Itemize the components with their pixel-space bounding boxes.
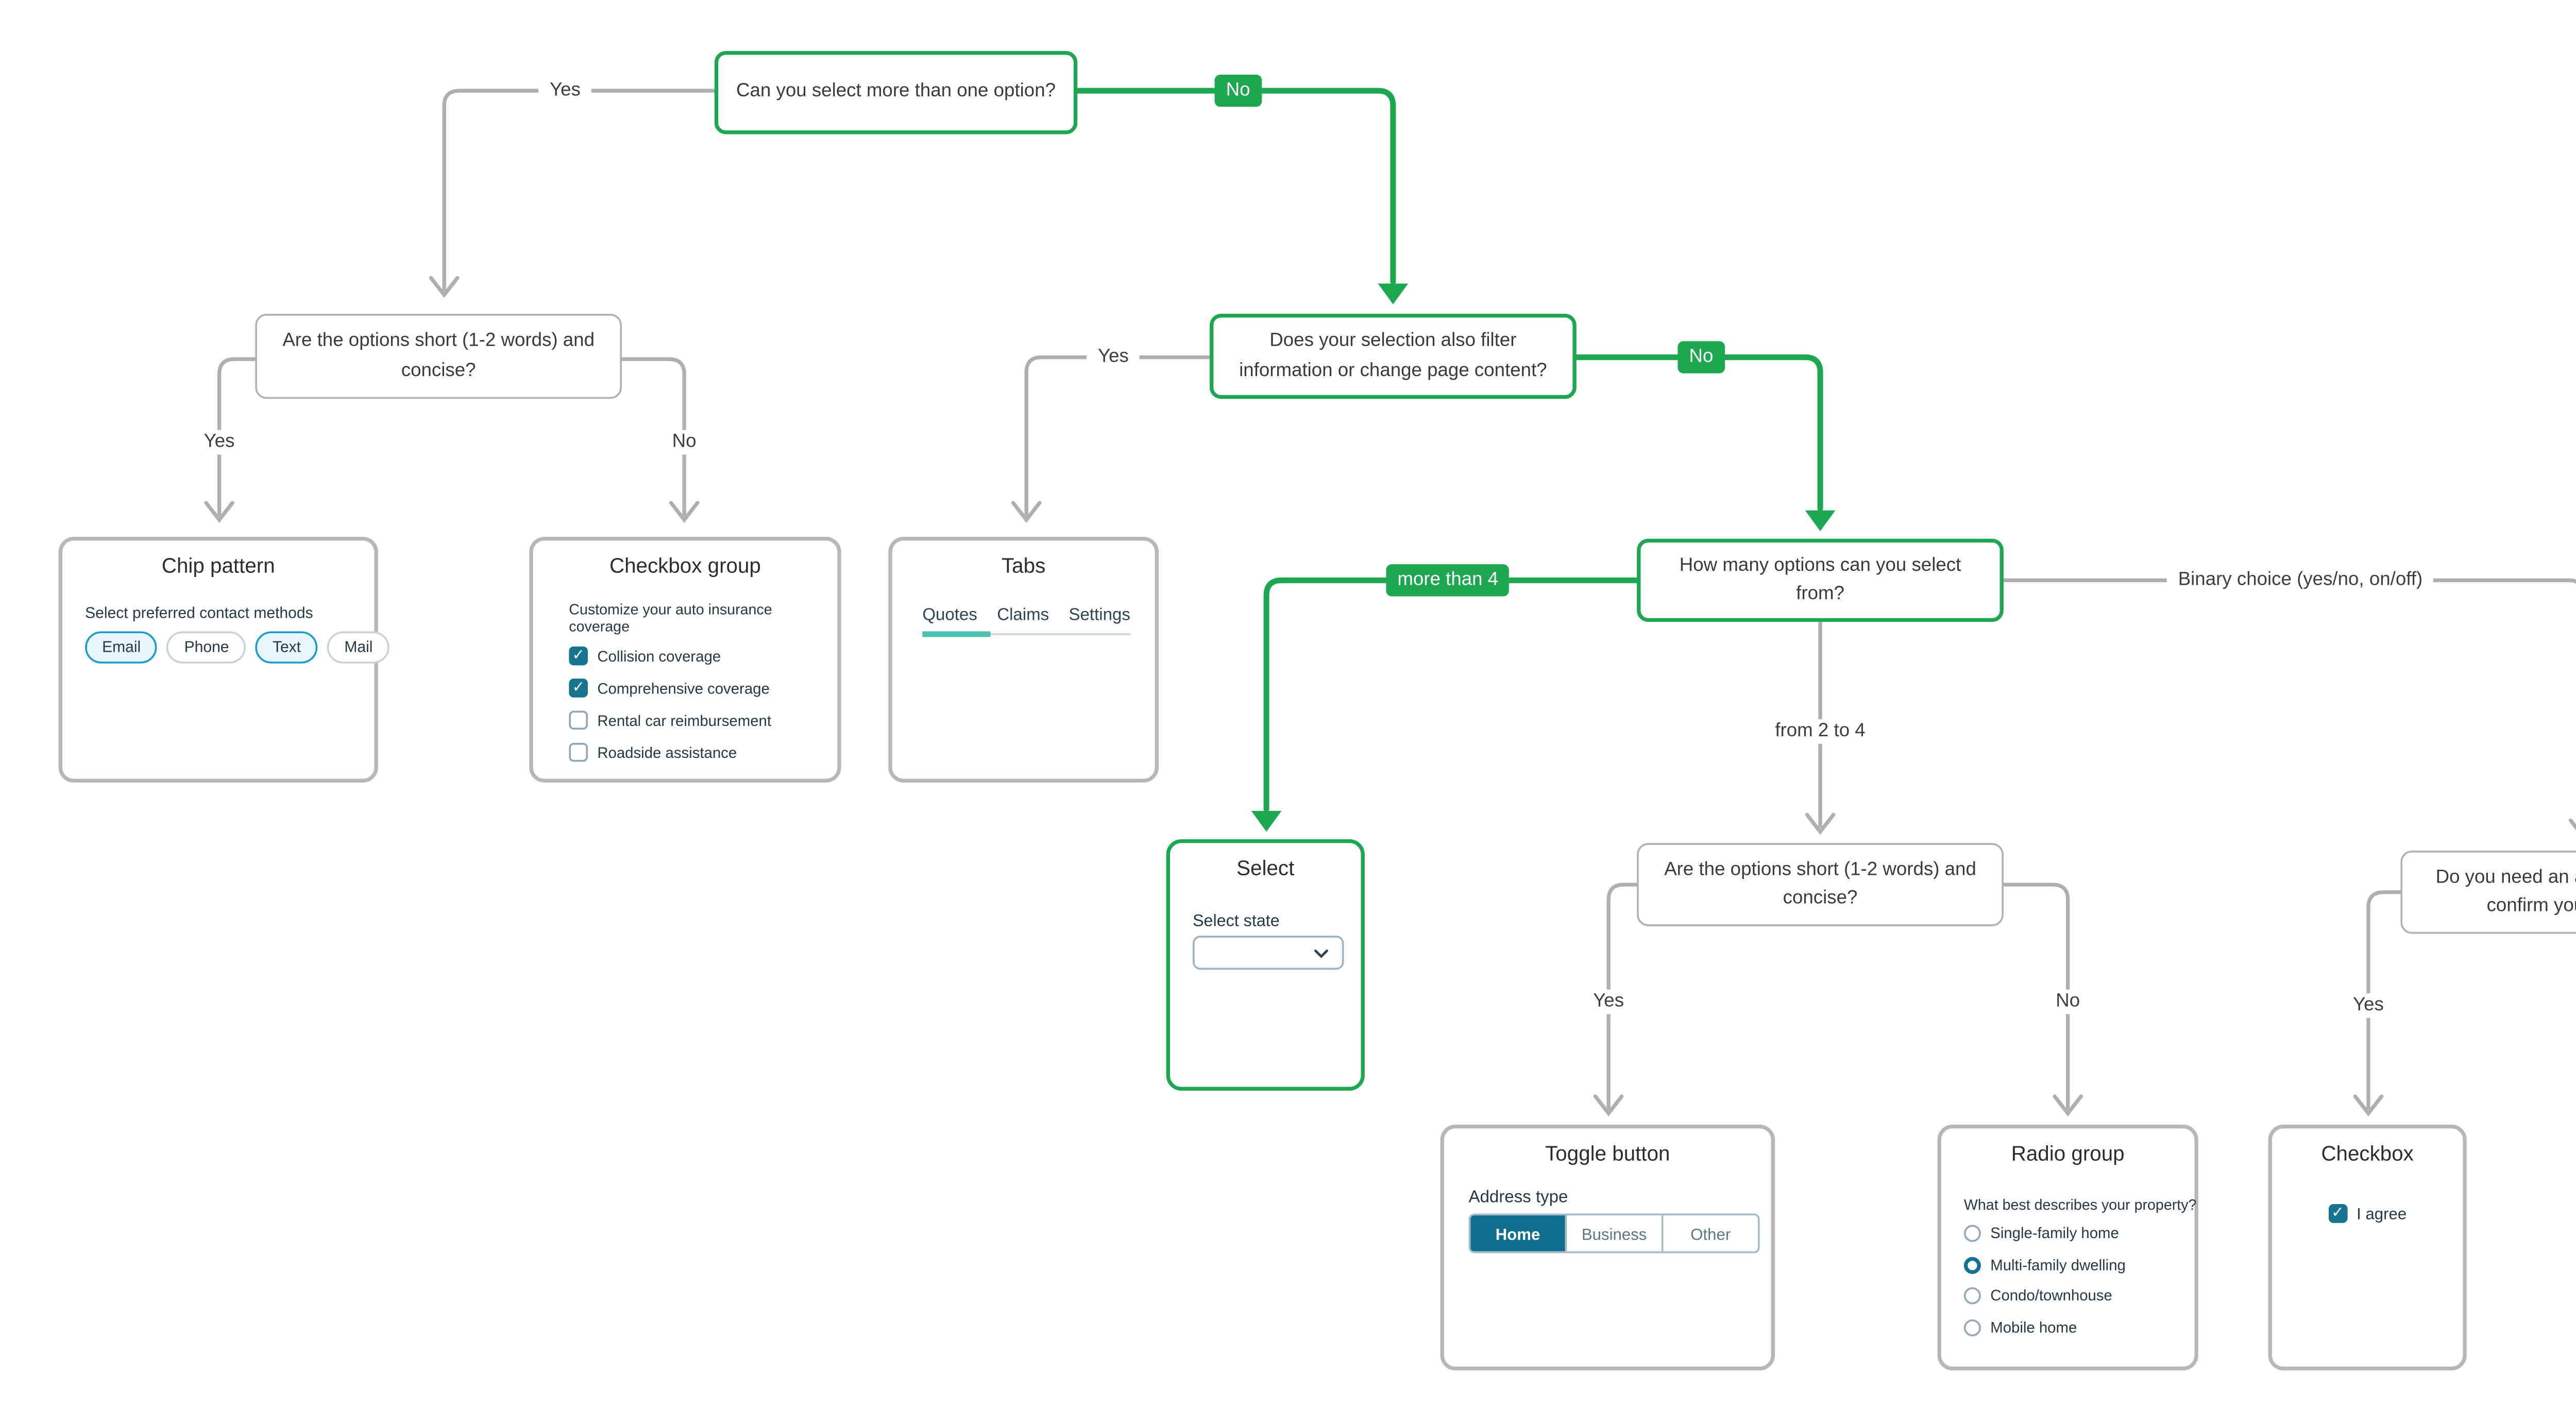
radio-question: What best describes your property? [1963, 1196, 2197, 1214]
radio-mobile-home[interactable] [1963, 1318, 1981, 1336]
i-agree-checkbox[interactable]: ✓ [2328, 1204, 2347, 1223]
card-title: Select [1236, 858, 1295, 881]
edge-label-no: No [660, 430, 708, 455]
checkbox-label: Collision coverage [597, 647, 721, 665]
edge-label-no: No [2044, 989, 2092, 1014]
edge-badge-no: No [1214, 74, 1262, 107]
node-text: Can you select more than one option? [736, 81, 1056, 103]
chip-email[interactable]: Email [85, 631, 158, 664]
radio-condo[interactable] [1963, 1287, 1981, 1305]
card-toggle-button: Toggle button Address type Home Business… [1440, 1124, 1775, 1370]
chip-row: Email Phone Text Mail [85, 631, 390, 664]
edge-label-yes: Yes [538, 78, 592, 103]
checkbox-label: I agree [2357, 1204, 2407, 1223]
card-title: Toggle button [1545, 1143, 1670, 1166]
card-radio-group: Radio group What best describes your pro… [1937, 1124, 2198, 1370]
node-text: Does your selection also filter informat… [1239, 331, 1547, 381]
checkbox-comprehensive[interactable]: ✓ [569, 679, 588, 698]
card-checkbox-group: Checkbox group Customize your auto insur… [529, 536, 841, 783]
tab-claims[interactable]: Claims [997, 605, 1049, 624]
radio-single-family[interactable] [1963, 1225, 1981, 1242]
address-type-toggle: Home Business Other [1468, 1213, 1760, 1254]
tab-divider [922, 631, 1130, 636]
node-text: Are the options short (1-2 words) and co… [282, 331, 595, 381]
node-options-short-1: Are the options short (1-2 words) and co… [255, 314, 622, 399]
chip-phone[interactable]: Phone [167, 631, 246, 664]
card-title: Checkbox [2321, 1143, 2414, 1166]
select-label: Select state [1193, 911, 1280, 930]
node-text: Are the options short (1-2 words) and co… [1664, 859, 1976, 909]
active-tab-underline [922, 631, 991, 636]
state-select[interactable] [1193, 936, 1344, 970]
node-options-short-2: Are the options short (1-2 words) and co… [1637, 843, 2004, 926]
node-how-many-options: How many options can you select from? [1637, 538, 2004, 622]
node-text: How many options can you select from? [1679, 554, 1961, 605]
card-title: Checkbox group [609, 555, 761, 579]
card-tabs: Tabs Quotes Claims Settings [888, 536, 1159, 783]
card-chip-pattern: Chip pattern Select preferred contact me… [58, 536, 390, 783]
card-title: Chip pattern [161, 555, 275, 579]
node-text: Do you need an additional action to conf… [2435, 867, 2576, 917]
checkbox-label: Comprehensive coverage [597, 679, 770, 697]
edge-label-yes: Yes [192, 430, 246, 455]
checkbox-roadside[interactable] [569, 742, 588, 762]
card-title: Tabs [1002, 555, 1046, 579]
edge-label-binary-choice: Binary choice (yes/no, on/off) [2166, 568, 2434, 593]
chevron-down-icon [1314, 949, 1328, 957]
toggle-group-label: Address type [1468, 1187, 1568, 1206]
radio-label: Condo/townhouse [1990, 1287, 2112, 1305]
checkbox-label: Roadside assistance [597, 743, 737, 761]
chip-group-label: Select preferred contact methods [85, 605, 313, 622]
checkbox-collision[interactable]: ✓ [569, 646, 588, 666]
node-confirm-action: Do you need an additional action to conf… [2400, 850, 2576, 934]
card-checkbox: Checkbox ✓ I agree [2268, 1124, 2467, 1370]
tab-settings[interactable]: Settings [1069, 605, 1130, 624]
tab-bar: Quotes Claims Settings [922, 605, 1130, 636]
chip-mail[interactable]: Mail [327, 631, 390, 664]
edge-badge-more-than-4: more than 4 [1386, 564, 1510, 597]
tab-quotes[interactable]: Quotes [922, 605, 977, 624]
check-icon: ✓ [572, 646, 585, 664]
radio-label: Multi-family dwelling [1990, 1256, 2126, 1273]
toggle-option-home[interactable]: Home [1470, 1215, 1565, 1251]
edge-label-yes: Yes [2342, 993, 2395, 1018]
card-title: Radio group [2011, 1143, 2125, 1166]
radio-label: Single-family home [1990, 1225, 2119, 1242]
card-select: Select Select state [1166, 839, 1365, 1091]
edge-label-yes: Yes [1582, 989, 1636, 1014]
checkbox-group-label: Customize your auto insurance coverage [569, 601, 772, 635]
edge-label-from-2-to-4: from 2 to 4 [1764, 719, 1877, 744]
checkbox-rental[interactable] [569, 710, 588, 730]
radio-multi-family[interactable] [1963, 1256, 1981, 1273]
node-filter-or-change-content: Does your selection also filter informat… [1210, 314, 1577, 399]
check-icon: ✓ [2331, 1204, 2344, 1222]
edge-badge-no: No [1677, 341, 1725, 374]
toggle-option-business[interactable]: Business [1565, 1215, 1662, 1251]
radio-label: Mobile home [1990, 1318, 2077, 1336]
toggle-option-other[interactable]: Other [1661, 1215, 1758, 1251]
node-select-more-than-one: Can you select more than one option? [714, 51, 1078, 134]
edge-label-yes: Yes [1086, 345, 1140, 370]
chip-text[interactable]: Text [255, 631, 318, 664]
check-icon: ✓ [572, 679, 585, 696]
checkbox-label: Rental car reimbursement [597, 712, 772, 729]
